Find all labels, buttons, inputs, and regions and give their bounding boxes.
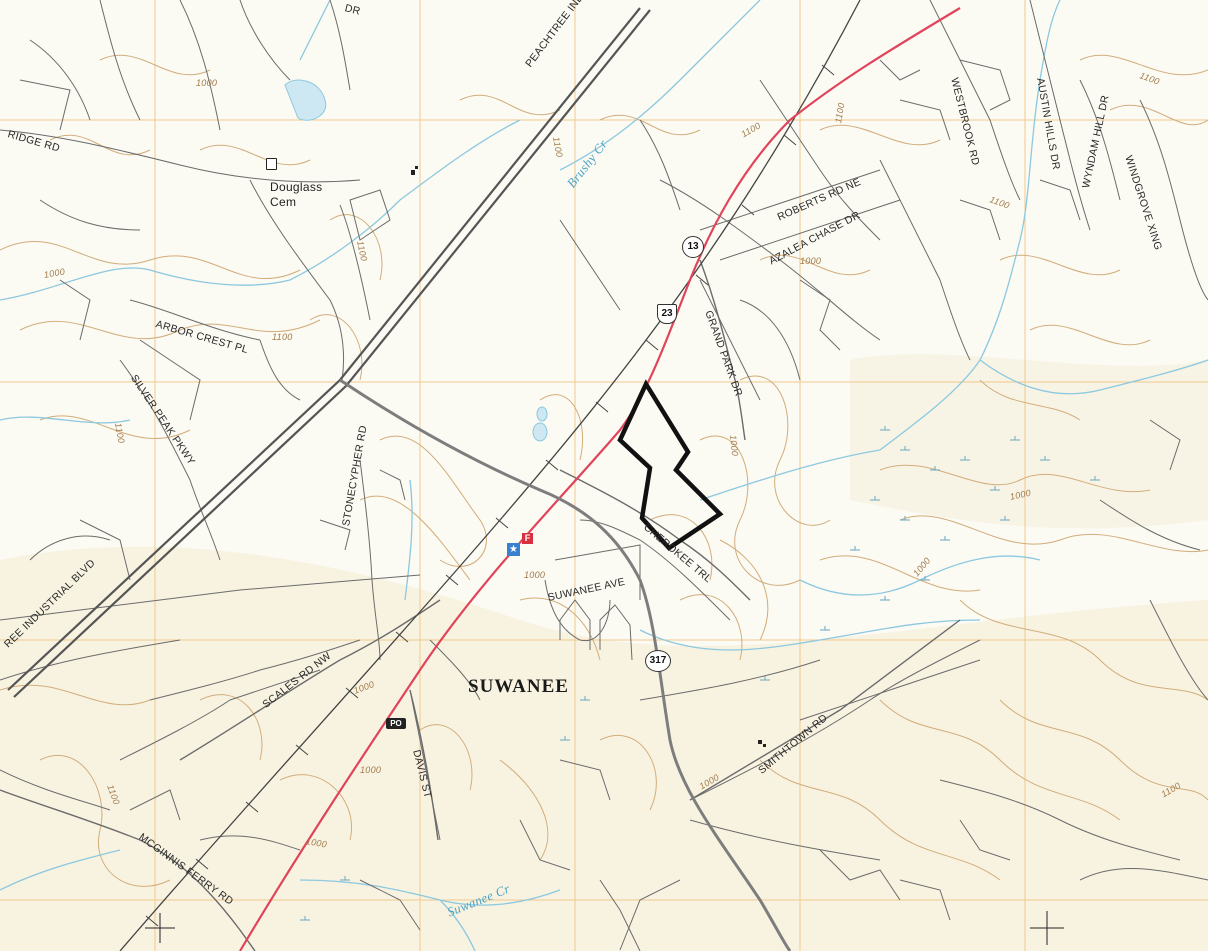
town-label: SUWANEE [468,676,569,697]
us-23-shield: 23 [657,304,677,324]
post-office-icon: PO [386,718,406,729]
cemetery-label-line2: Cem [270,195,297,209]
railroad [119,0,861,951]
cemetery-label-line1: Douglass [270,180,323,194]
cemetery-label: Douglass Cem [270,180,322,210]
contour-label: 1000 [360,765,382,775]
contour-lines [0,54,1208,887]
fire-station-icon: F [522,533,533,544]
route-13-shield: 13 [682,236,704,258]
contour-label: 1000 [524,570,546,580]
buildings [411,166,766,747]
route-317-shield: 317 [645,650,671,672]
crosshair-marks [145,911,1064,945]
contour-label: 1100 [272,332,293,342]
parcel-boundary[interactable] [617,379,724,551]
star-icon: ★ [507,543,520,556]
contour-label: 1000 [196,78,218,88]
marsh-symbols [300,426,1100,921]
cemetery-icon [266,158,277,170]
contour-label: 1000 [728,434,741,457]
ponds [284,79,548,442]
contour-label: 1000 [800,256,822,266]
route-317 [339,378,792,951]
